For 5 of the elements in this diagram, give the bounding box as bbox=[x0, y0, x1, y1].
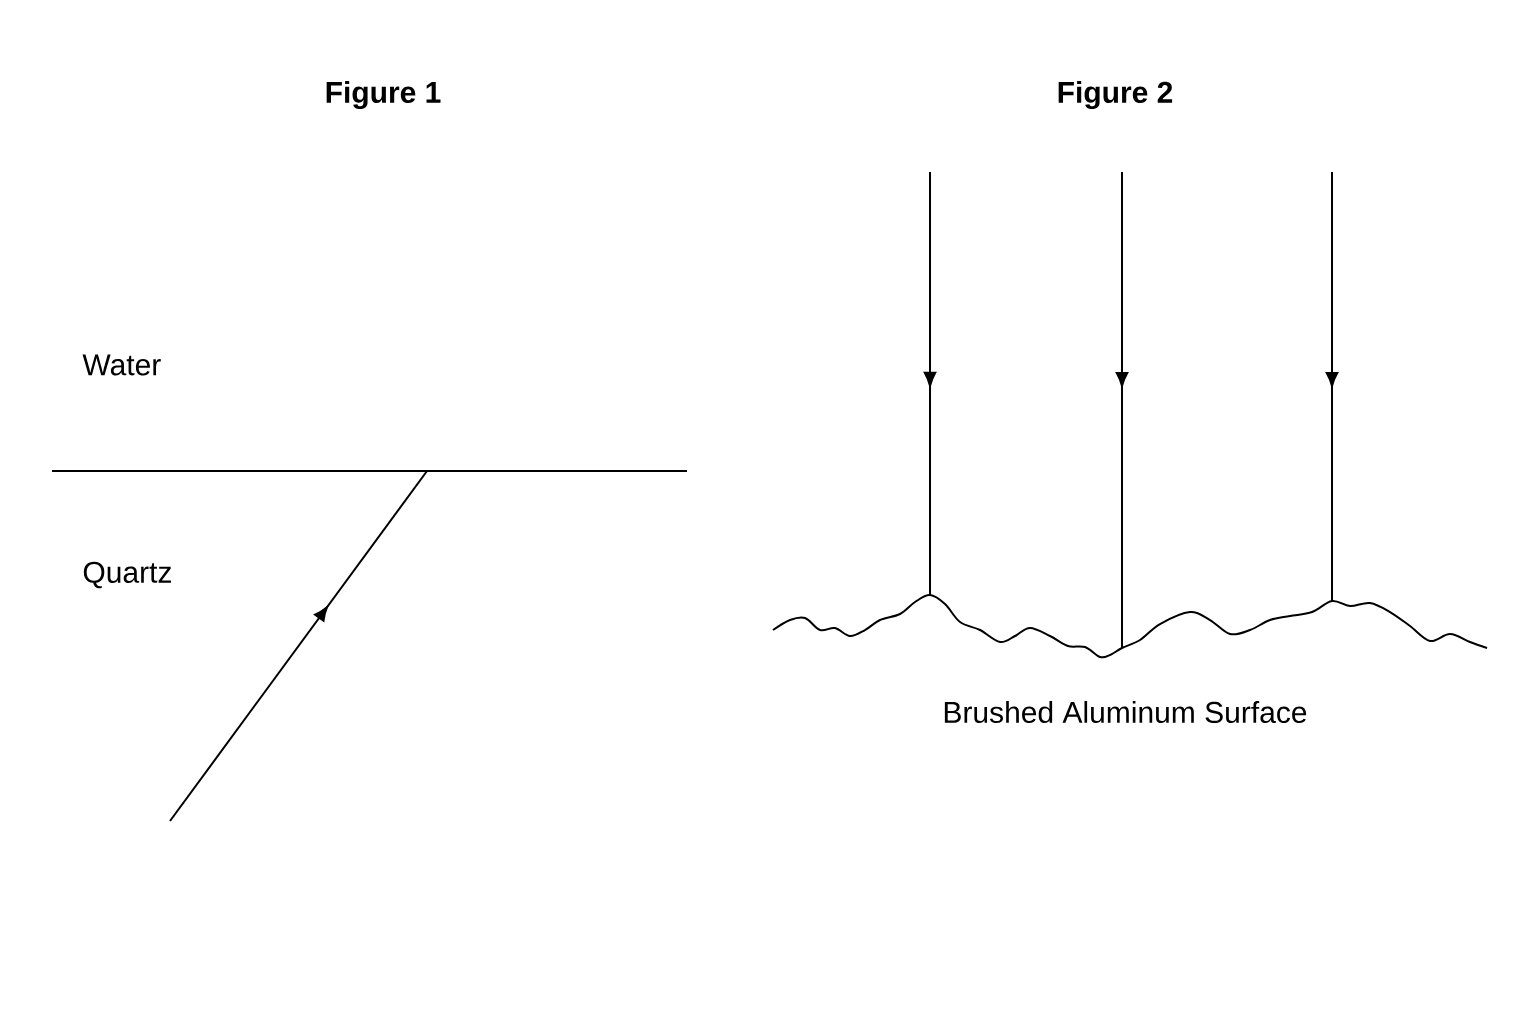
medium-label: Water bbox=[82, 354, 161, 376]
medium-label: Quartz bbox=[83, 561, 171, 589]
surface-label: Brushed Aluminum Surface bbox=[944, 701, 1307, 723]
figure-heading: Figure 1 bbox=[326, 80, 441, 110]
figure-heading: Figure 2 bbox=[1058, 80, 1173, 110]
